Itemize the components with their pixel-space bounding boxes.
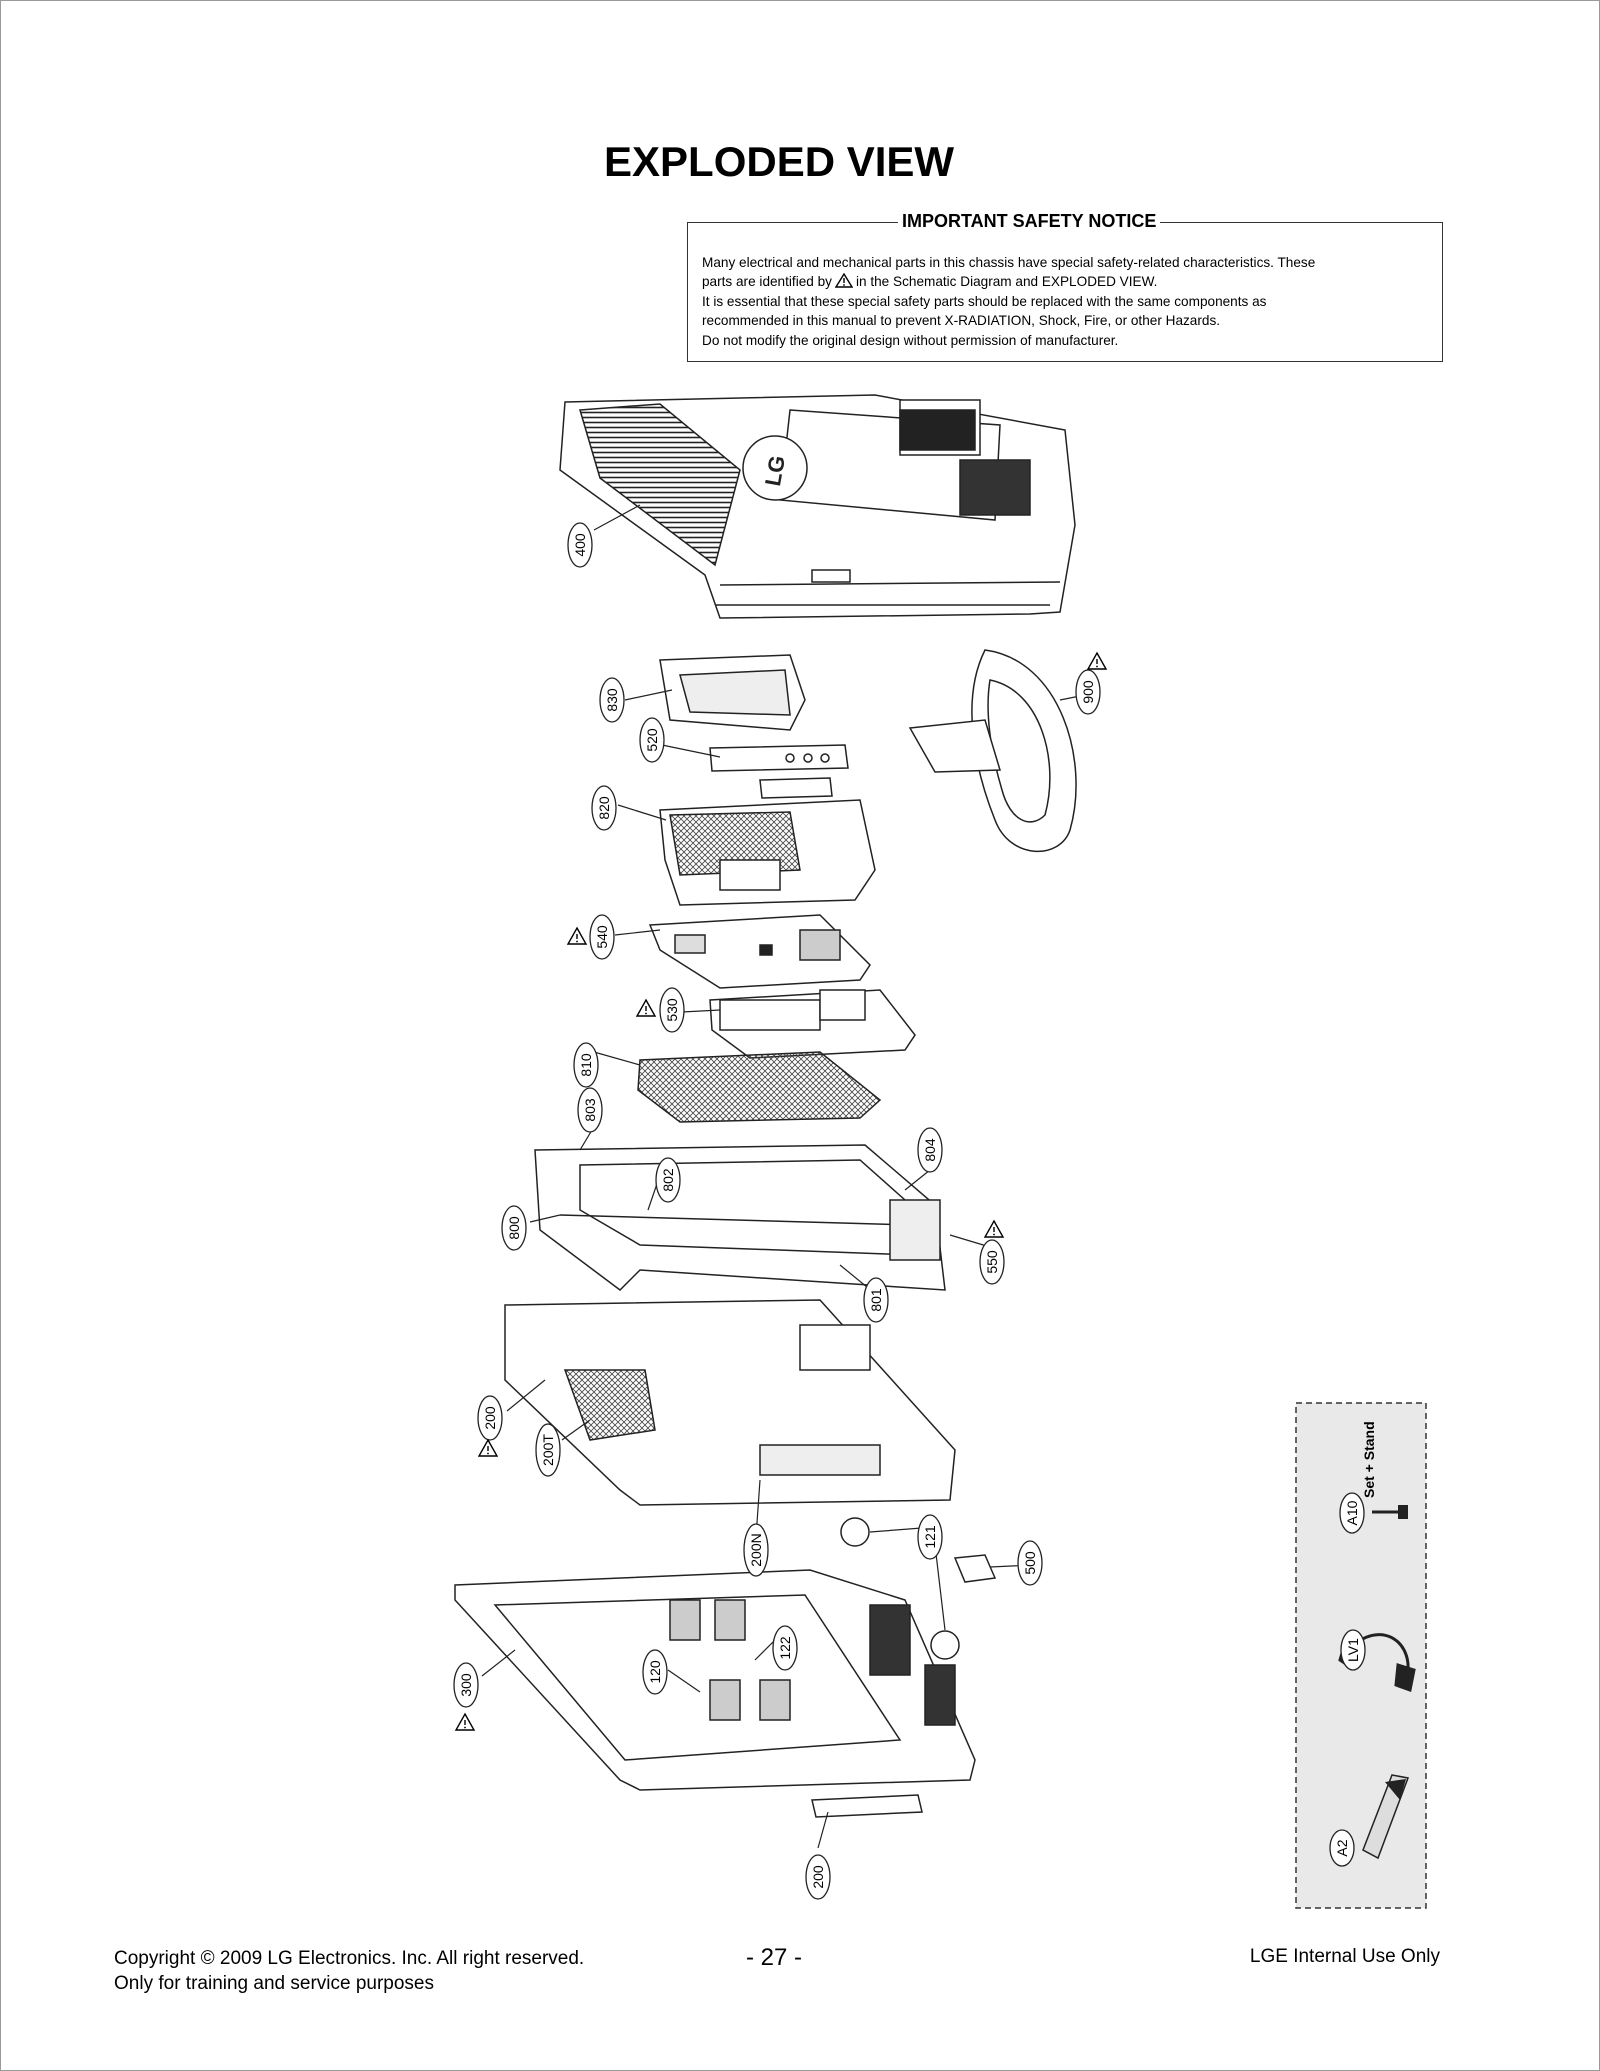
part-900-stand xyxy=(908,649,1077,852)
part-callout-121: 121 xyxy=(917,1514,943,1560)
part-500-ir-board xyxy=(953,1554,997,1583)
page-number: - 27 - xyxy=(746,1944,803,1971)
part-800-frame xyxy=(534,1144,946,1291)
svg-text:200T: 200T xyxy=(540,1434,556,1466)
remote-a2-icon xyxy=(1362,1774,1410,1860)
svg-text:LV1: LV1 xyxy=(1345,1638,1361,1662)
svg-text:200: 200 xyxy=(810,1865,826,1889)
part-callout-200n: 200N xyxy=(743,1523,769,1577)
part-callout-200: 200 xyxy=(805,1854,831,1900)
svg-text:500: 500 xyxy=(1022,1551,1038,1575)
notice-line-part: in the Schematic Diagram and EXPLODED VI… xyxy=(855,274,1158,290)
warning-triangle-icon xyxy=(636,999,656,1017)
svg-text:550: 550 xyxy=(984,1250,1000,1274)
warning-triangle-icon xyxy=(984,1220,1004,1238)
accessory-callout-a2: A2 xyxy=(1329,1829,1355,1867)
notice-line-part: parts are identified by xyxy=(702,274,832,290)
svg-text:802: 802 xyxy=(660,1168,676,1192)
part-callout-900: 900 xyxy=(1075,669,1101,715)
svg-text:121: 121 xyxy=(922,1525,938,1549)
part-callout-200t: 200T xyxy=(535,1423,561,1477)
part-callout-801: 801 xyxy=(863,1277,889,1323)
part-121-button xyxy=(840,1517,960,1660)
part-callout-830: 830 xyxy=(599,677,625,723)
svg-text:LG: LG xyxy=(760,454,790,488)
svg-text:300: 300 xyxy=(458,1673,474,1697)
part-200-chassis xyxy=(504,1299,956,1506)
svg-text:120: 120 xyxy=(647,1660,663,1684)
part-540-mainboard xyxy=(648,914,871,989)
svg-text:900: 900 xyxy=(1080,680,1096,704)
part-callout-530: 530 xyxy=(659,987,685,1033)
svg-text:A10: A10 xyxy=(1344,1500,1360,1525)
page-title: EXPLODED VIEW xyxy=(604,138,955,185)
notice-line: parts are identified by in the Schematic … xyxy=(702,272,1430,291)
part-callout-810: 810 xyxy=(573,1042,599,1088)
part-530-powerboard xyxy=(709,989,916,1059)
svg-text:801: 801 xyxy=(868,1288,884,1312)
part-300-bezel xyxy=(454,1569,976,1791)
safety-notice-text: Many electrical and mechanical parts in … xyxy=(702,253,1430,350)
screw-a10-icon xyxy=(1372,1505,1408,1519)
accessory-note: Set + Stand xyxy=(1361,1421,1377,1498)
part-callout-400: 400 xyxy=(567,522,593,568)
safety-notice-box: IMPORTANT SAFETY NOTICE Many electrical … xyxy=(687,211,1443,362)
part-830-bracket xyxy=(659,654,806,731)
part-callout-803: 803 xyxy=(577,1087,603,1133)
notice-line: recommended in this manual to prevent X-… xyxy=(702,313,1221,329)
svg-text:122: 122 xyxy=(777,1636,793,1660)
svg-text:810: 810 xyxy=(578,1053,594,1077)
warning-triangle-icon xyxy=(455,1713,475,1731)
svg-text:520: 520 xyxy=(644,728,660,752)
accessory-callout-lv1: LV1 xyxy=(1340,1629,1366,1671)
part-callout-500: 500 xyxy=(1017,1540,1043,1586)
copyright-line: Only for training and service purposes xyxy=(114,1973,434,1994)
svg-text:540: 540 xyxy=(594,925,610,949)
notice-line: Many electrical and mechanical parts in … xyxy=(702,255,1316,270)
svg-text:A2: A2 xyxy=(1334,1839,1350,1856)
svg-text:200: 200 xyxy=(482,1406,498,1430)
part-200-control-key xyxy=(811,1794,923,1818)
svg-text:804: 804 xyxy=(922,1138,938,1162)
warning-triangle-icon xyxy=(1087,652,1107,670)
part-callout-300: 300 xyxy=(453,1662,479,1708)
part-callout-550: 550 xyxy=(979,1239,1005,1285)
part-callout-804: 804 xyxy=(917,1127,943,1173)
part-820-shield xyxy=(659,799,876,906)
part-810-shield xyxy=(637,1051,882,1123)
copyright-line: Copyright © 2009 LG Electronics. Inc. Al… xyxy=(114,1948,585,1969)
part-rear-cover: LG xyxy=(559,394,1076,619)
svg-text:800: 800 xyxy=(506,1216,522,1240)
notice-line: Do not modify the original design withou… xyxy=(702,332,1119,348)
accessory-callout-a10: A10 xyxy=(1339,1492,1365,1534)
notice-line: It is essential that these special safet… xyxy=(702,293,1267,309)
safety-notice-heading: IMPORTANT SAFETY NOTICE xyxy=(898,211,1161,232)
part-callout-120: 120 xyxy=(642,1649,668,1695)
part-callout-802: 802 xyxy=(655,1157,681,1203)
part-callout-520: 520 xyxy=(639,717,665,763)
part-callout-122: 122 xyxy=(772,1625,798,1671)
footer-copyright: Copyright © 2009 LG Electronics. Inc. Al… xyxy=(114,1946,584,1996)
svg-text:400: 400 xyxy=(572,533,588,557)
svg-text:803: 803 xyxy=(582,1098,598,1122)
part-callout-200: 200 xyxy=(477,1395,503,1441)
part-callout-820: 820 xyxy=(591,785,617,831)
svg-text:200N: 200N xyxy=(748,1533,764,1566)
part-callout-540: 540 xyxy=(589,914,615,960)
part-520-board xyxy=(709,744,849,799)
warning-triangle-icon xyxy=(567,927,587,945)
part-callout-800: 800 xyxy=(501,1205,527,1251)
svg-text:820: 820 xyxy=(596,796,612,820)
svg-text:830: 830 xyxy=(604,688,620,712)
callout-group: 400 830 520 820 540 530 810 803 804 802 800 550 801 2… xyxy=(453,522,1101,1900)
svg-text:530: 530 xyxy=(664,998,680,1022)
warning-triangle-icon xyxy=(834,273,853,289)
warning-triangle-icon xyxy=(478,1439,498,1457)
internal-use-note: LGE Internal Use Only xyxy=(1249,1946,1440,1967)
